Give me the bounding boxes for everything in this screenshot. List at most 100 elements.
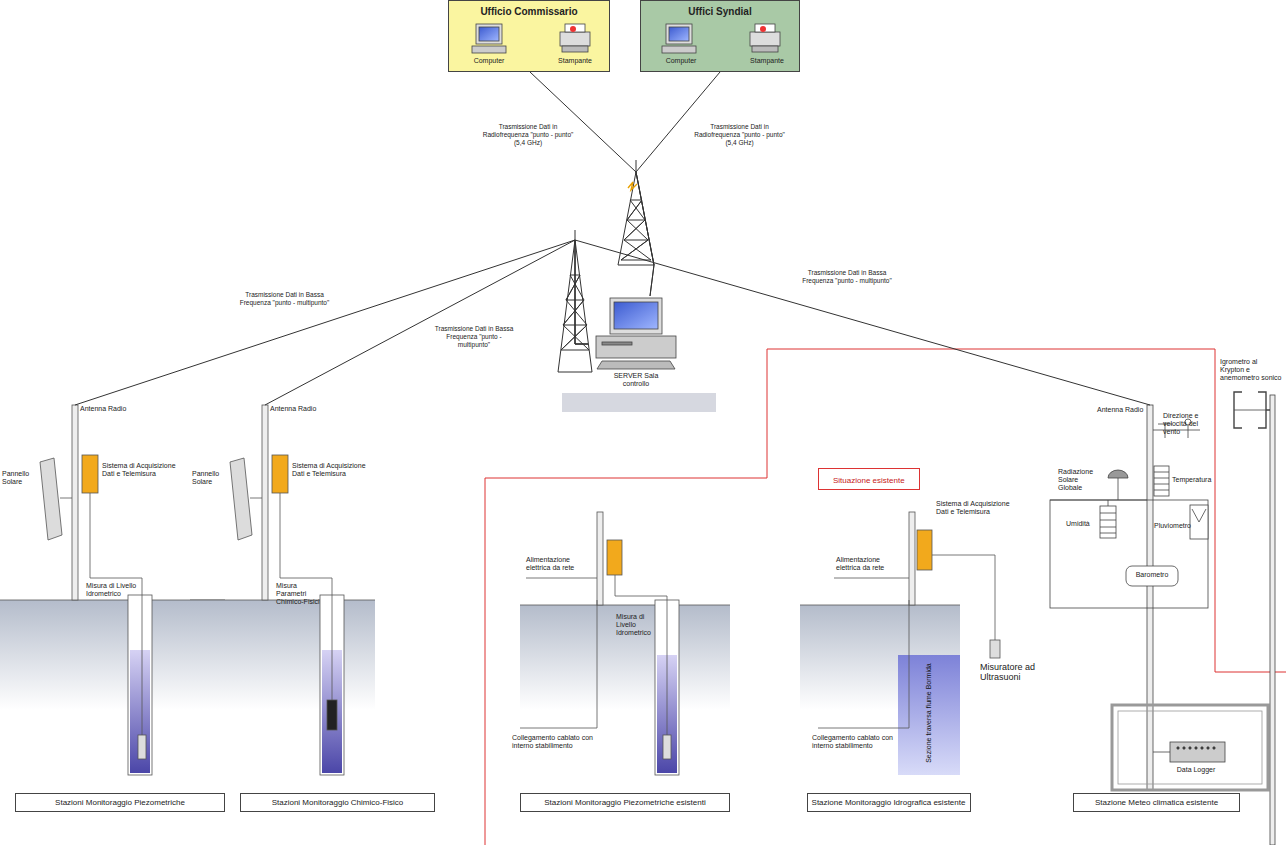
piezometric-station-part <box>90 493 142 735</box>
part-label: Igrometro al Krypton e anemometro sonico <box>1220 358 1282 382</box>
office-icons-part <box>666 24 692 44</box>
hydrographic-station-part <box>834 578 909 579</box>
existing-piezometric-station-part <box>607 540 622 575</box>
part-label: Umidità <box>1066 520 1098 528</box>
hydrographic-station-part <box>932 555 995 640</box>
existing-piezometric-station-part <box>520 605 730 606</box>
meteo-station-part <box>1100 520 1116 521</box>
part-label: Sistema di Acquisizione Dati e Telemisur… <box>936 500 1021 516</box>
existing-piezometric-station-part <box>526 578 597 579</box>
hydrographic-station-part <box>898 655 960 775</box>
office-icons-part <box>565 24 585 32</box>
radio-tower-part <box>563 325 589 350</box>
server-node: SERVER Sala controllo <box>588 296 683 392</box>
radio-tower-part <box>624 240 651 260</box>
radio-tower-part <box>570 275 584 300</box>
meteo-station-part <box>1100 513 1116 514</box>
meteo-station-part <box>1100 506 1116 538</box>
part-label: Direzione e velocità del vento <box>1163 412 1211 436</box>
hydrographic-station <box>800 512 1000 775</box>
radio-tower-part <box>630 200 645 220</box>
server-icon-part <box>610 298 662 334</box>
radio-tower-part <box>575 230 576 240</box>
meteo-station-part <box>1108 500 1109 506</box>
piezometric-station-part <box>40 458 62 540</box>
part-label: Alimentazione elettrica da rete <box>526 556 594 572</box>
meteo-station-part <box>1126 566 1178 586</box>
station-caption: Stazioni Monitoraggio Piezometriche esis… <box>520 793 730 812</box>
station-caption: Stazioni Monitoraggio Piezometriche <box>15 793 225 812</box>
chemical-station-part <box>327 700 337 730</box>
station-caption: Stazioni Monitoraggio Chimico-Fisico <box>240 793 435 812</box>
existing-piezometric-station-part <box>520 600 597 728</box>
part-label: Pannello Solare <box>2 470 38 486</box>
part-label: Collegamento cablato con interno stabili… <box>812 734 897 750</box>
meteo-station-part <box>1154 466 1169 496</box>
part-label: Sezione traversa fiume Bormida <box>925 658 933 768</box>
office-icons-part <box>560 32 590 46</box>
radio-tower-part <box>618 172 654 265</box>
existing-piezometric-station-part <box>520 605 730 710</box>
chemical-station-part <box>190 600 375 710</box>
piezometric-station-part <box>138 735 146 759</box>
radio-link <box>636 72 720 296</box>
device-label: Stampante <box>547 57 603 65</box>
hydrographic-station-part <box>917 530 932 570</box>
existing-piezometric-station-part <box>597 512 603 605</box>
chemical-station-part <box>272 455 288 493</box>
meteo-station-part <box>1189 747 1191 749</box>
office-icons <box>472 24 780 53</box>
office-backgrounds-part <box>448 0 610 72</box>
office-icons-part <box>669 27 689 41</box>
part-label: Sistema di Acquisizione Dati e Telemisur… <box>292 462 372 478</box>
device-label: Computer <box>461 57 517 65</box>
server-icon-part <box>562 393 716 412</box>
meteo-station-part <box>1213 747 1215 749</box>
office-icons-part <box>562 46 588 52</box>
piezometric-station-part <box>60 498 72 499</box>
meteo-station-part <box>1108 470 1128 478</box>
part-label: Data Logger <box>1160 766 1232 774</box>
part-label: Barometro <box>1126 571 1178 579</box>
radio-tower-part <box>561 325 587 350</box>
meteo-station-part <box>1154 478 1169 479</box>
hydrographic-station-part <box>909 512 915 605</box>
radio-tower-part <box>566 300 587 325</box>
part-label: Misura di Livello Idrometrico <box>86 582 138 598</box>
device-label: Stampante <box>739 57 795 65</box>
hydrographic-station-part <box>800 605 960 606</box>
office-box: Uffici SyndialComputer Stampante <box>640 0 800 72</box>
radio-tower-part <box>627 200 642 220</box>
meteo-station-part <box>1207 747 1209 749</box>
meteo-station-part <box>1154 472 1169 473</box>
meteo-station-part <box>1170 742 1225 762</box>
meteo-station-part <box>1234 410 1266 411</box>
office-icons-part <box>752 46 778 52</box>
radio-tower-part <box>627 220 648 240</box>
office-backgrounds <box>448 0 800 72</box>
device-label: Computer <box>653 57 709 65</box>
office-icons-part <box>479 27 499 41</box>
part-label: Radiazione Solare Globale <box>1058 468 1102 492</box>
piezometric-station-part <box>82 455 98 493</box>
server-icon-part <box>596 336 676 358</box>
part-label: Temperatura <box>1172 476 1214 484</box>
meteo-station-part <box>1234 392 1270 428</box>
meteo-station-part <box>1177 747 1179 749</box>
meteo-station-part <box>1190 505 1208 539</box>
part-label: Misura di Livello Idrometrico <box>616 613 664 637</box>
piezometric-station-part <box>130 650 150 773</box>
part-label: Antenna Radio <box>80 405 130 413</box>
meteo-station-part <box>1154 484 1169 485</box>
office-title: Uffici Syndial <box>641 6 799 18</box>
radio-tower-part <box>628 182 637 190</box>
meteo-station-part <box>1153 752 1170 753</box>
piezometric-station <box>0 405 225 775</box>
office-icons-part <box>750 32 780 46</box>
meteo-station-part <box>1183 747 1185 749</box>
meteo-station-part <box>1100 533 1116 534</box>
radio-link <box>530 72 654 296</box>
part-label: Pluviometro <box>1154 522 1190 530</box>
